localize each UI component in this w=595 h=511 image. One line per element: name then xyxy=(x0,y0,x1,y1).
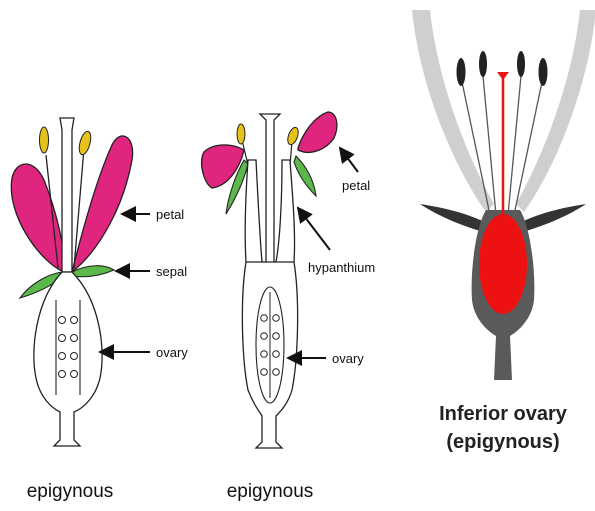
hypanthium xyxy=(245,114,294,276)
label-sepal-1: sepal xyxy=(156,264,187,279)
right-sepal-2 xyxy=(294,156,316,196)
diagram-3: Inferior ovary (epigynous) xyxy=(412,10,595,453)
arrow-petal-2 xyxy=(340,148,358,172)
caption-1: epigynous xyxy=(27,481,114,502)
diagram-1: petal sepal ovary epigynous xyxy=(11,118,188,502)
label-petal-2: petal xyxy=(342,178,370,193)
left-anther xyxy=(40,127,49,153)
right-anther-2 xyxy=(286,126,301,146)
right-anther xyxy=(77,130,93,156)
right-petal-2 xyxy=(298,112,337,152)
ovary-1 xyxy=(34,272,102,446)
right-dark-sepal xyxy=(518,204,586,232)
left-gray-petal xyxy=(412,10,494,212)
left-dark-sepal xyxy=(420,204,488,232)
label-ovary-1: ovary xyxy=(156,345,188,360)
caption-2: epigynous xyxy=(227,481,314,502)
label-ovary-2: ovary xyxy=(332,351,364,366)
diagram-2: petal hypanthium ovary epigynous xyxy=(202,112,376,502)
arrow-hypanthium xyxy=(298,208,330,250)
caption-3-line2: (epigynous) xyxy=(446,431,559,453)
label-petal-1: petal xyxy=(156,207,184,222)
pistil-style xyxy=(60,118,74,272)
label-hypanthium: hypanthium xyxy=(308,260,375,275)
right-petal xyxy=(72,136,133,272)
inferior-ovary-red xyxy=(479,214,527,314)
left-anther-2 xyxy=(237,124,245,144)
caption-3-line1: Inferior ovary xyxy=(439,403,568,425)
stigma-red xyxy=(497,72,509,80)
right-gray-petal xyxy=(516,10,595,212)
